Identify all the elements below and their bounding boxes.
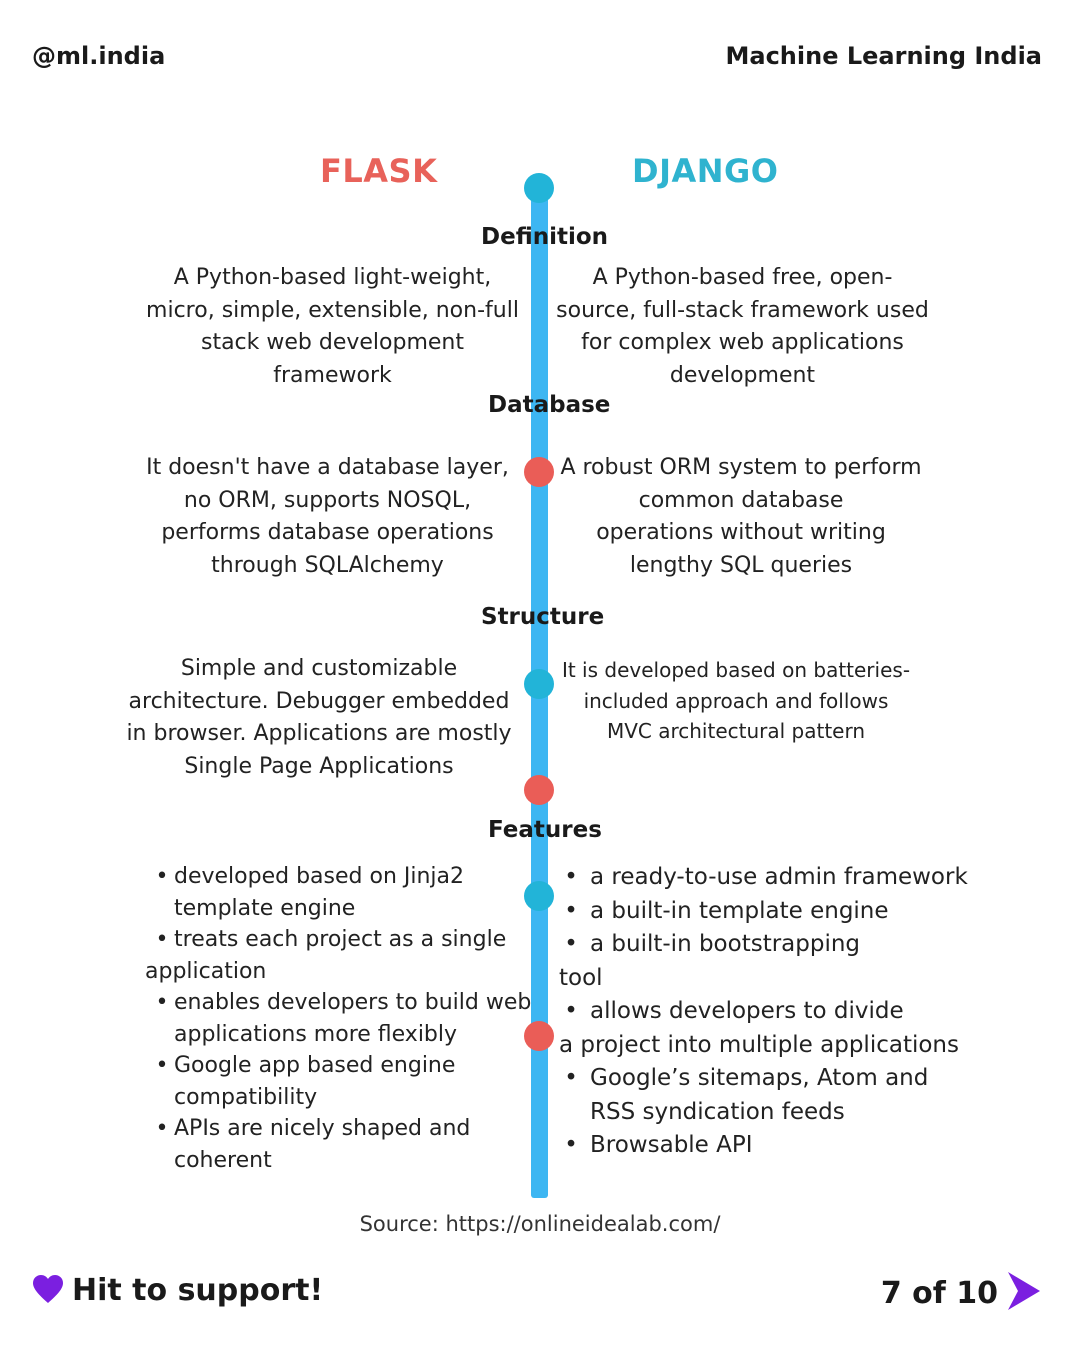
list-item: •Browsable API — [559, 1129, 968, 1163]
timeline-dot — [524, 881, 554, 911]
chevron-right-icon[interactable] — [1006, 1270, 1042, 1316]
bullet: • — [155, 1053, 169, 1078]
list-item: •developed based on Jinja2 — [145, 861, 531, 893]
text-line: Single Page Applications — [184, 753, 454, 779]
list-item: •a built-in bootstrapping — [559, 928, 968, 962]
bullet: • — [564, 998, 578, 1024]
list-item-continuation: template engine — [174, 895, 356, 921]
text-line: performs database operations — [161, 520, 494, 545]
flask-structure: Simple and customizable architecture. De… — [118, 653, 520, 783]
text-line: framework — [273, 362, 392, 388]
page-navigation[interactable]: 7 of 10 — [881, 1270, 1042, 1316]
bullet: • — [155, 864, 169, 889]
bullet: • — [155, 927, 169, 952]
text-line: common database — [638, 487, 844, 513]
django-structure: It is developed based on batteries- incl… — [555, 655, 917, 747]
flask-title: FLASK — [320, 152, 438, 190]
features-heading: Features — [488, 817, 602, 843]
bullet: • — [564, 864, 578, 890]
django-features-list: •a ready-to-use admin framework •a built… — [559, 861, 968, 1163]
list-item: •Google’s sitemaps, Atom and — [559, 1062, 968, 1096]
text-line: through SQLAlchemy — [211, 552, 444, 578]
list-item-continuation: compatibility — [174, 1084, 318, 1110]
text-line: It doesn't have a database layer, — [146, 455, 509, 480]
bullet: • — [155, 1116, 169, 1141]
bullet: • — [564, 897, 578, 924]
bullet: • — [564, 931, 578, 957]
text-line: source, full-stack framework used — [556, 297, 929, 323]
text-line: no ORM, supports NOSQL, — [183, 487, 472, 513]
structure-heading: Structure — [481, 604, 605, 630]
text-line: lengthy SQL queries — [629, 552, 853, 578]
list-item: •APIs are nicely shaped and — [145, 1113, 531, 1145]
timeline-dot — [524, 173, 554, 203]
timeline-dot — [524, 457, 554, 487]
brand-text: Machine Learning India — [725, 42, 1043, 70]
text-line: It is developed based on batteries- — [561, 658, 911, 682]
text-line: architecture. Debugger embedded — [128, 688, 510, 714]
definition-heading: Definition — [481, 224, 609, 250]
list-item: •enables developers to build web — [145, 987, 532, 1019]
list-item-continuation: RSS syndication feeds — [590, 1098, 845, 1125]
text-line: development — [669, 362, 816, 388]
django-title: DJANGO — [632, 152, 779, 190]
text-line: operations without writing — [596, 520, 886, 545]
bullet: • — [155, 990, 169, 1015]
list-item: •treats each project as a single — [145, 924, 531, 956]
list-item-continuation: application — [145, 958, 267, 984]
source-credit: Source: https://onlineidealab.com/ — [359, 1212, 721, 1236]
text-line: micro, simple, extensible, non-full — [146, 297, 519, 323]
text-line: A Python-based light-weight, — [173, 265, 492, 290]
bullet: • — [564, 1132, 578, 1158]
timeline-dot — [524, 1021, 554, 1051]
text-line: in browser. Applications are mostly — [126, 721, 512, 746]
support-text: Hit to support! — [72, 1273, 324, 1308]
list-item-continuation: a project into multiple applications — [559, 1031, 959, 1058]
flask-features-list: •developed based on Jinja2 template engi… — [145, 861, 531, 1176]
database-heading: Database — [488, 392, 611, 418]
flask-database: It doesn't have a database layer, no ORM… — [140, 452, 515, 582]
text-line: A Python-based free, open- — [592, 265, 893, 290]
text-line: stack web development — [200, 330, 464, 355]
page-counter: 7 of 10 — [880, 1275, 998, 1311]
list-item-continuation: applications more flexibly — [174, 1021, 458, 1047]
timeline-dot — [524, 669, 554, 699]
list-item: •Google app based engine — [145, 1050, 531, 1082]
support-cta[interactable]: Hit to support! — [32, 1273, 323, 1308]
text-line: for complex web applications — [581, 330, 904, 355]
handle-text: @ml.india — [32, 42, 166, 70]
bullet: • — [564, 1065, 578, 1091]
list-item-continuation: tool — [559, 964, 603, 991]
heart-icon — [32, 1274, 64, 1308]
list-item: •a built-in template engine — [559, 895, 968, 929]
list-item: •allows developers to divide — [559, 995, 968, 1029]
list-item-continuation: coherent — [174, 1147, 272, 1173]
text-line: Simple and customizable — [180, 656, 458, 681]
flask-definition: A Python-based light-weight, micro, simp… — [140, 262, 525, 392]
text-line: A robust ORM system to perform — [560, 455, 922, 480]
text-line: included approach and follows — [583, 688, 889, 713]
text-line: MVC architectural pattern — [606, 719, 866, 743]
timeline-dot — [524, 775, 554, 805]
django-definition: A Python-based free, open- source, full-… — [555, 262, 930, 392]
list-item: •a ready-to-use admin framework — [559, 861, 968, 895]
django-database: A robust ORM system to perform common da… — [555, 452, 927, 582]
